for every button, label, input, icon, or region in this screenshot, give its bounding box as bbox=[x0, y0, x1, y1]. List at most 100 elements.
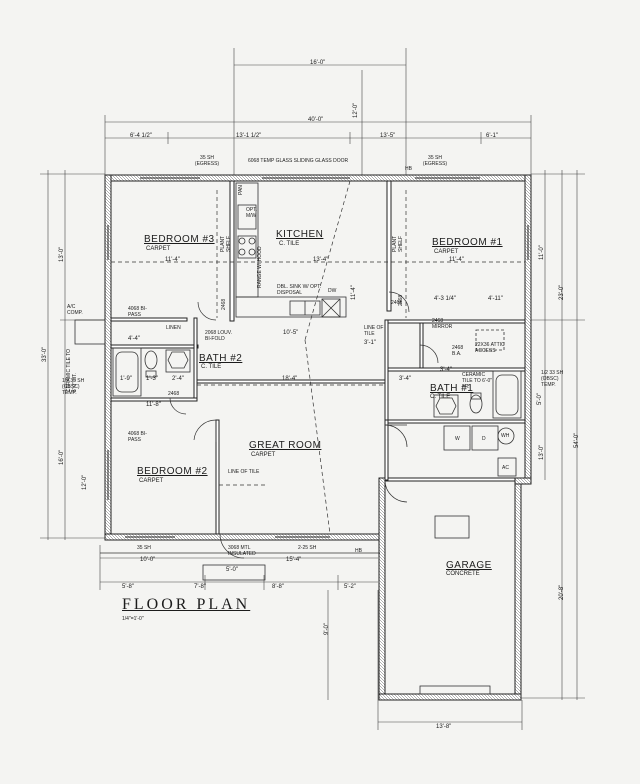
bedroom3-label: BEDROOM #3 bbox=[144, 234, 215, 245]
kitchen-counters bbox=[235, 182, 347, 318]
dim-right-c: 20'-8" bbox=[559, 584, 565, 600]
sliding-door-note: 6068 TEMP GLASS SLIDING GLASS DOOR bbox=[248, 158, 349, 164]
dim-kitchen-h: 11'-4" bbox=[351, 285, 357, 300]
water-heater-note: WH bbox=[501, 433, 510, 439]
bipass-closet-note: 4068 BI-PASS bbox=[128, 306, 147, 318]
obsc-left-note: 1/2 33 SH (OBSC) TEMP. bbox=[62, 378, 85, 396]
bedroom1-label: BEDROOM #1 bbox=[432, 237, 503, 248]
door-bath2-note: 2468 bbox=[168, 391, 180, 397]
attic-access-note: 22X36 ATTIC ACCESS bbox=[475, 342, 505, 354]
dim-top-b: 13'-1 1/2" bbox=[236, 133, 262, 139]
closet-b1-note: 2468 bbox=[391, 300, 403, 306]
plan-title: FLOOR PLAN bbox=[122, 596, 251, 613]
dim-closet: 4'-4" bbox=[128, 336, 140, 342]
dim-bottom-c: 8'-8" bbox=[272, 584, 284, 590]
front-door-note: 3068 MTL INSULATED bbox=[228, 545, 256, 557]
plant-shelf-right-note: PLANT SHELF bbox=[392, 235, 404, 252]
dim-bed1-w: 11'-4" bbox=[449, 257, 464, 263]
dim-bed2-h: 12'-0" bbox=[82, 474, 88, 490]
ac-comp-note: A/C COMP. bbox=[67, 304, 83, 316]
bedroom2-label: BEDROOM #2 bbox=[137, 466, 208, 477]
dim-bottom-b: 7'-8" bbox=[194, 584, 206, 590]
ac-note: AC bbox=[502, 465, 509, 471]
dim-kitchen-w: 13'-4" bbox=[313, 257, 329, 263]
hb-rear-note: HB bbox=[405, 166, 412, 172]
kitchen-finish: C. TILE bbox=[279, 241, 300, 247]
linen-note: LINEN bbox=[166, 325, 181, 331]
dim-left-total: 33'-0" bbox=[42, 346, 48, 362]
dim-bath2-b: 1'-3" bbox=[146, 376, 158, 382]
door-swings bbox=[169, 291, 439, 559]
obsc-right-note: 1/2 33 SH (OBSC) TEMP. bbox=[541, 370, 564, 388]
dim-top-a: 6'-4 1/2" bbox=[130, 133, 152, 139]
ac-pad bbox=[74, 319, 106, 345]
door-bath1-note: 2468 B.A. bbox=[452, 345, 464, 357]
dim-left-b: 16'-0" bbox=[59, 449, 65, 465]
dim-bottom-f: 15'-4" bbox=[286, 557, 302, 563]
bedroom1-finish: CARPET bbox=[434, 249, 459, 255]
louv-bifold-note: 2068 LOUV. BI-FOLD bbox=[205, 330, 233, 342]
dim-bottom-d: 5'-2" bbox=[344, 584, 356, 590]
window-left-note: 35 SH (EGRESS) bbox=[194, 155, 220, 167]
dim-bump-depth: 12'-0" bbox=[353, 102, 359, 118]
bath2-label: BATH #2 bbox=[199, 353, 243, 364]
garage-finish: CONCRETE bbox=[446, 571, 480, 577]
bathroom-fixtures bbox=[112, 329, 522, 419]
interior-walls bbox=[110, 180, 526, 535]
dim-bath2-c: 2'-4" bbox=[172, 376, 184, 382]
dim-bath1: 3'-4" bbox=[440, 367, 452, 373]
plan-scale: 1/4"=1'-0" bbox=[122, 616, 144, 622]
dim-garage-w: 13'-8" bbox=[436, 724, 452, 730]
dw-note: DW bbox=[328, 288, 337, 294]
dim-right-b: 23'-0" bbox=[559, 284, 565, 300]
dim-top-d: 6'-1" bbox=[486, 133, 498, 139]
dim-kitchen-counter: 10'-5" bbox=[283, 330, 299, 336]
dim-hall-w: 3'-4" bbox=[399, 376, 411, 382]
dim-bottom-e: 10'-0" bbox=[140, 557, 156, 563]
plant-shelf-left-note: PLANT SHELF bbox=[220, 235, 232, 252]
window-marks bbox=[107, 177, 529, 538]
bath1-label: BATH #1 bbox=[430, 383, 474, 394]
dim-garage-setback: 9'-0" bbox=[324, 623, 330, 635]
dim-bed3-w: 11'-4" bbox=[165, 257, 180, 263]
dim-bath1-h: 5'-0" bbox=[537, 393, 543, 405]
dim-bottom-a: 5'-8" bbox=[122, 584, 134, 590]
pantry-note: PAN bbox=[238, 185, 244, 195]
dim-kitchen-h2: 3'-1" bbox=[364, 340, 376, 346]
line-of-tile-great-note: LINE OF TILE bbox=[228, 469, 260, 475]
bed2-window-note: 35 SH bbox=[137, 545, 151, 551]
dim-top-total: 40'-0" bbox=[308, 117, 324, 123]
bedroom3-finish: CARPET bbox=[146, 246, 171, 252]
dim-top-bump: 16'-0" bbox=[310, 60, 326, 66]
garage-fixtures bbox=[419, 425, 517, 695]
window-right-note: 35 SH (EGRESS) bbox=[422, 155, 448, 167]
porch bbox=[100, 552, 380, 581]
dim-bath2-a: 1'-9" bbox=[120, 376, 132, 382]
dim-bath-w2: 4'-11" bbox=[488, 296, 503, 302]
dimension-lines bbox=[40, 48, 585, 730]
opt-mw-note: OPT. M/W bbox=[246, 207, 258, 219]
bath1-finish: C. TILE bbox=[430, 394, 451, 400]
hb-front-note: HB bbox=[355, 548, 362, 554]
dim-right-a: 11'-0" bbox=[539, 245, 545, 260]
dim-left-a: 13'-0" bbox=[59, 246, 65, 262]
dim-porch: 5'-0" bbox=[226, 567, 238, 573]
ceramic-right-note: CERAMIC TILE TO 6'-0" HT. bbox=[462, 372, 493, 390]
bipass-bed2-note: 4068 BI-PASS bbox=[128, 431, 147, 443]
dryer-note: D bbox=[482, 436, 486, 442]
mirror-note: 2468 MIRROR bbox=[432, 318, 453, 330]
garage-label: GARAGE bbox=[446, 560, 492, 571]
washer-note: W bbox=[455, 436, 460, 442]
dbl-sink-note: DBL. SINK W/ OPT. DISPOSAL bbox=[277, 284, 322, 296]
dim-right-d: 13'-0" bbox=[539, 444, 545, 460]
exterior-walls bbox=[104, 174, 532, 701]
front-window-note: 2-25 SH bbox=[298, 545, 317, 551]
dim-bed2-w: 11'-8" bbox=[146, 402, 161, 408]
line-of-tile-note: LINE OF TILE bbox=[364, 325, 384, 337]
shelf-left-note: 2468 bbox=[221, 298, 227, 310]
range-note: RANGE W/ HOOD bbox=[257, 246, 263, 288]
dashed-lines bbox=[111, 180, 525, 535]
great-room-finish: CARPET bbox=[251, 452, 276, 458]
dim-great-w: 18'-4" bbox=[282, 376, 298, 382]
